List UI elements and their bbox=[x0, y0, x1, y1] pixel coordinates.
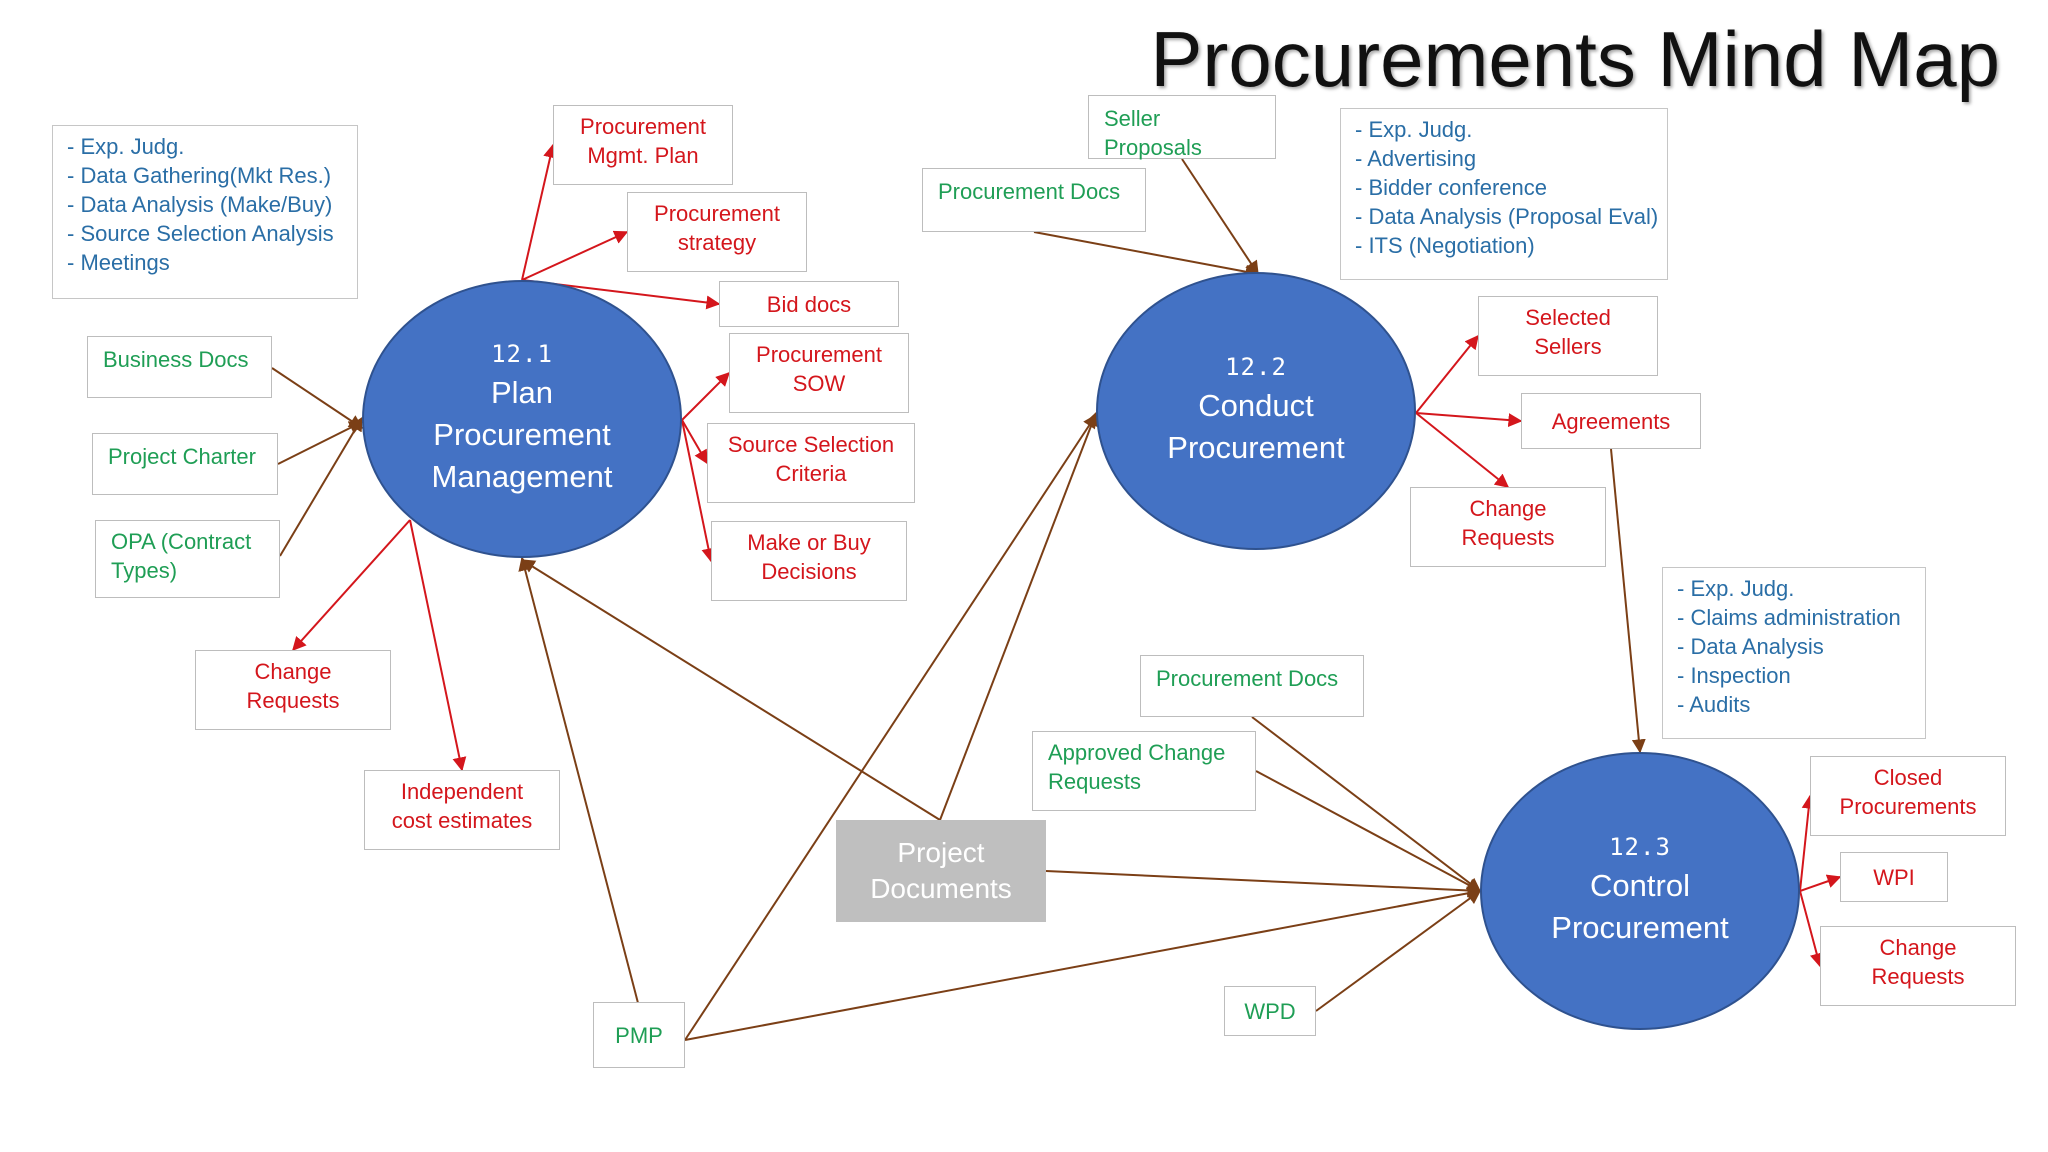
input-approved-change-requests[interactable]: Approved Change Requests bbox=[1032, 731, 1256, 811]
arrow-out-selected-sellers bbox=[1415, 334, 1479, 414]
conduct-tools-box: - Exp. Judg. - Advertising - Bidder conf… bbox=[1340, 108, 1668, 280]
arrow-out-wpi bbox=[1799, 874, 1842, 892]
output-selected-sellers[interactable]: Selected Sellers bbox=[1478, 296, 1658, 376]
arrow-out-source-criteria bbox=[681, 419, 708, 465]
arrow-in-projdocs-control bbox=[1045, 870, 1482, 898]
input-conduct-procurement-docs[interactable]: Procurement Docs bbox=[922, 168, 1146, 232]
arrow-out-strategy bbox=[521, 230, 629, 281]
process-name-line: Management bbox=[431, 459, 613, 494]
arrow-out-agreements bbox=[1415, 412, 1523, 428]
output-wpi[interactable]: WPI bbox=[1840, 852, 1948, 902]
tool-item: - Exp. Judg. bbox=[1355, 117, 1473, 142]
tool-item: - Claims administration bbox=[1677, 605, 1901, 630]
tool-item: - Data Analysis bbox=[1677, 634, 1824, 659]
tool-item: - Audits bbox=[1677, 692, 1751, 717]
output-conduct-change-requests[interactable]: Change Requests bbox=[1410, 487, 1606, 567]
arrow-in-approved-change bbox=[1255, 770, 1482, 892]
tool-item: - Meetings bbox=[67, 250, 170, 275]
output-closed-procurements[interactable]: Closed Procurements bbox=[1810, 756, 2006, 836]
arrow-out-control-change bbox=[1799, 890, 1824, 968]
tool-item: - ITS (Negotiation) bbox=[1355, 233, 1535, 258]
output-make-or-buy-decisions[interactable]: Make or Buy Decisions bbox=[711, 521, 907, 601]
arrow-out-closed bbox=[1799, 794, 1816, 892]
arrow-out-sow bbox=[681, 372, 730, 421]
process-number: 12.1 bbox=[491, 340, 553, 368]
arrow-out-cost-estimates bbox=[409, 519, 467, 772]
tool-item: - Bidder conference bbox=[1355, 175, 1547, 200]
process-number: 12.3 bbox=[1609, 833, 1671, 861]
process-name-line: Control bbox=[1590, 868, 1690, 903]
input-wpd[interactable]: WPD bbox=[1224, 986, 1316, 1036]
output-independent-cost-estimates[interactable]: Independent cost estimates bbox=[364, 770, 560, 850]
arrow-out-make-buy bbox=[681, 419, 716, 563]
process-name-line: Procurement bbox=[1167, 430, 1345, 465]
output-agreements[interactable]: Agreements bbox=[1521, 393, 1701, 449]
tool-item: - Source Selection Analysis bbox=[67, 221, 334, 246]
process-name-line: Plan bbox=[490, 375, 554, 410]
arrow-in-wpd bbox=[1315, 890, 1482, 1012]
project-documents-line: Project bbox=[897, 837, 985, 868]
arrow-out-conduct-change bbox=[1415, 412, 1510, 488]
process-number: 12.2 bbox=[1225, 353, 1287, 381]
process-name-line: Procurement bbox=[1551, 910, 1729, 945]
arrow-in-seller-proposals bbox=[1181, 158, 1259, 276]
output-procurement-sow[interactable]: Procurement SOW bbox=[729, 333, 909, 413]
arrow-in-projdocs-conduct bbox=[939, 411, 1099, 821]
output-plan-change-requests[interactable]: Change Requests bbox=[195, 650, 391, 730]
arrow-in-pmp-plan bbox=[518, 556, 639, 1004]
arrow-out-mgmt-plan bbox=[521, 143, 558, 281]
arrow-in-pmp-conduct bbox=[684, 413, 1097, 1041]
input-seller-proposals[interactable]: Seller Proposals bbox=[1088, 95, 1276, 160]
process-node-control[interactable]: 12.3 Control Procurement bbox=[1480, 752, 1800, 1030]
page-title: Procurements Mind Map bbox=[1150, 15, 2000, 103]
tool-item: - Exp. Judg. bbox=[67, 134, 185, 159]
arrow-in-opa bbox=[279, 416, 363, 557]
input-control-procurement-docs[interactable]: Procurement Docs bbox=[1140, 655, 1364, 717]
arrow-in-pmp-control bbox=[684, 886, 1482, 1041]
input-project-charter[interactable]: Project Charter bbox=[92, 433, 278, 495]
project-documents-line: Documents bbox=[870, 873, 1012, 904]
output-procurement-strategy[interactable]: Procurement strategy bbox=[627, 192, 807, 272]
arrow-in-control-docs bbox=[1251, 716, 1482, 892]
tool-item: - Inspection bbox=[1677, 663, 1791, 688]
output-procurement-mgmt-plan[interactable]: Procurement Mgmt. Plan bbox=[553, 105, 733, 185]
tool-item: - Data Analysis (Make/Buy) bbox=[67, 192, 333, 217]
input-opa[interactable]: OPA (Contract Types) bbox=[95, 520, 280, 598]
output-source-selection-criteria[interactable]: Source Selection Criteria bbox=[707, 423, 915, 503]
tool-item: - Advertising bbox=[1355, 146, 1477, 171]
input-pmp[interactable]: PMP bbox=[593, 1002, 685, 1068]
output-control-change-requests[interactable]: Change Requests bbox=[1820, 926, 2016, 1006]
process-name-line: Procurement bbox=[433, 417, 611, 452]
tool-item: - Data Gathering(Mkt Res.) bbox=[67, 163, 332, 188]
control-tools-box: - Exp. Judg. - Claims administration - D… bbox=[1662, 567, 1926, 739]
project-documents-box[interactable]: Project Documents bbox=[836, 820, 1046, 922]
arrow-in-agreements-control bbox=[1610, 448, 1646, 754]
plan-tools-box: - Exp. Judg. - Data Gathering(Mkt Res.) … bbox=[52, 125, 358, 299]
output-bid-docs[interactable]: Bid docs bbox=[719, 281, 899, 327]
arrow-in-projdocs-plan bbox=[520, 559, 941, 821]
connector-lines bbox=[271, 143, 1842, 1041]
tool-item: - Data Analysis (Proposal Eval) bbox=[1355, 204, 1659, 229]
tool-item: - Exp. Judg. bbox=[1677, 576, 1795, 601]
arrow-in-conduct-docs bbox=[1033, 231, 1260, 279]
process-name-line: Conduct bbox=[1198, 388, 1314, 423]
arrow-in-project-charter bbox=[277, 421, 364, 465]
process-node-conduct[interactable]: 12.2 Conduct Procurement bbox=[1096, 272, 1416, 550]
arrow-in-business-docs bbox=[271, 367, 364, 429]
process-node-plan[interactable]: 12.1 Plan Procurement Management bbox=[362, 280, 682, 558]
input-business-docs[interactable]: Business Docs bbox=[87, 336, 272, 398]
arrow-out-plan-change bbox=[292, 519, 411, 652]
